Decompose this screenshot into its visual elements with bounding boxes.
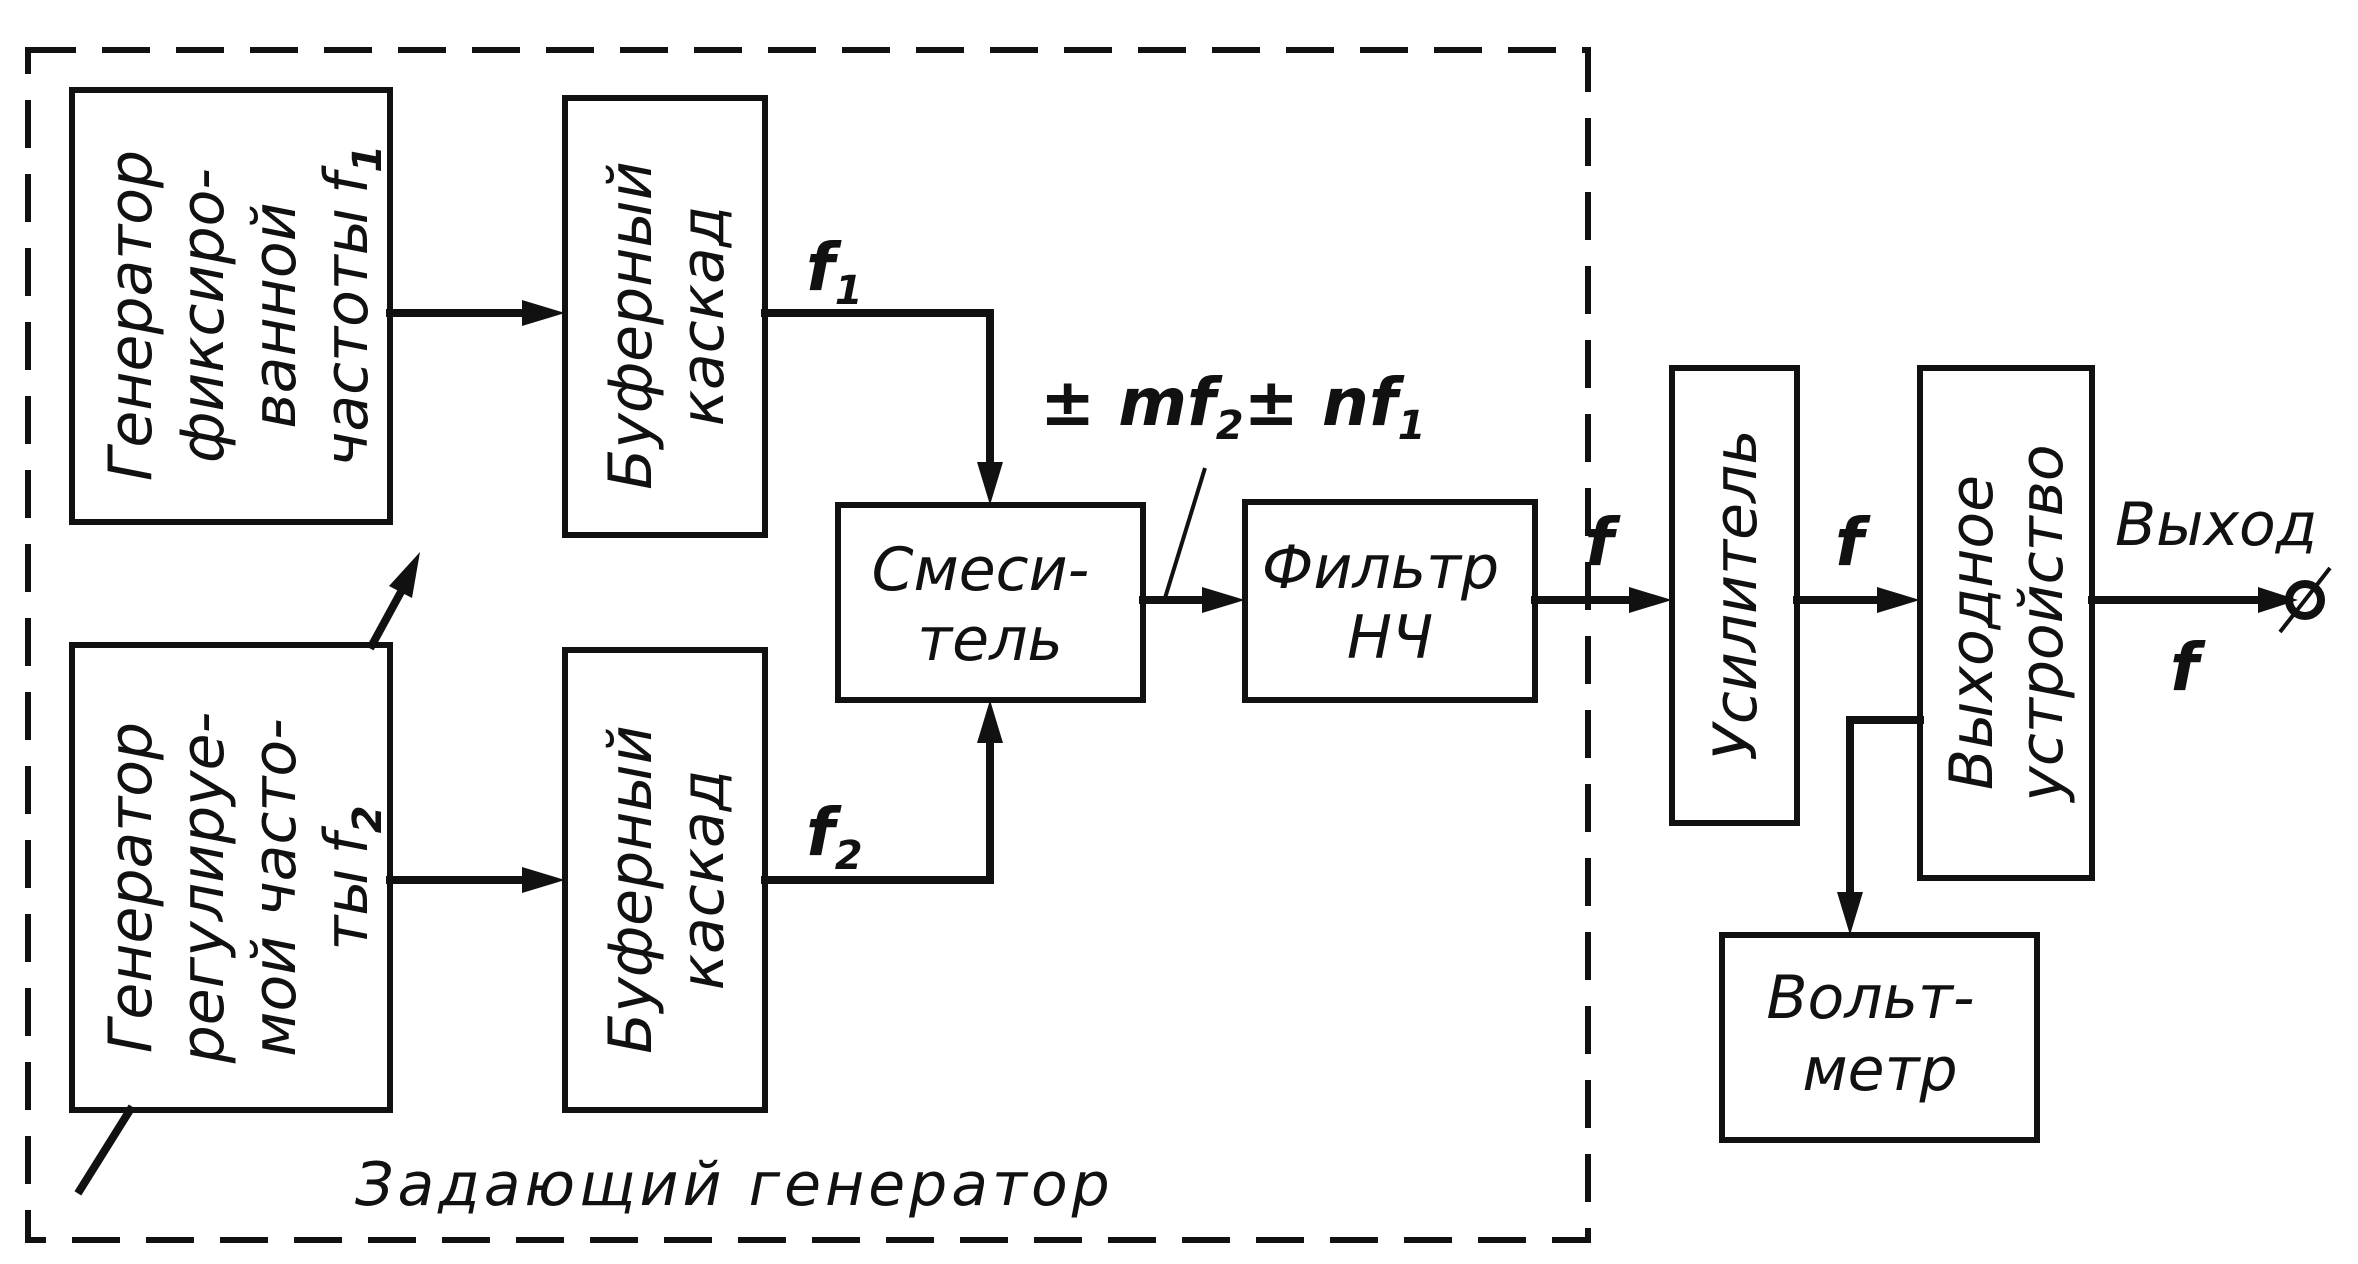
mix-label-leader bbox=[1163, 467, 1207, 599]
svg-text:Генератор регулируе-: Генератор регулируе- мой часто- тыf2 bbox=[96, 693, 391, 1065]
signal-f-output-label: f bbox=[2170, 629, 2206, 706]
svg-text:Буферный каскад: Буферный каскад bbox=[596, 142, 738, 490]
svg-text:Смеси- тель: Смеси- тель bbox=[872, 535, 1109, 675]
arrowhead-mixer-bottom bbox=[977, 700, 1003, 743]
buffer-top-line-1: Буферный bbox=[596, 161, 666, 490]
variable-generator-line-4: ты bbox=[312, 868, 382, 950]
voltmeter-block: Вольт- метр bbox=[1719, 932, 2040, 1143]
arrowhead-amplifier bbox=[1629, 587, 1672, 613]
amplifier-line-1: Усилитель bbox=[1701, 429, 1771, 760]
signal-f-after-filter-label: f bbox=[1585, 504, 1621, 581]
arrowhead-voltmeter bbox=[1837, 892, 1863, 935]
wire-buffer-bottom-to-mixer bbox=[761, 734, 994, 884]
signal-f1-label: f1 bbox=[806, 229, 863, 314]
svg-text:Усилитель: Усилитель bbox=[1701, 429, 1771, 760]
fixed-frequency-generator-block: Генератор фиксиро- ванной частотыf1 bbox=[69, 87, 393, 525]
wire-output-device-to-voltmeter bbox=[1846, 716, 1924, 904]
fixed-generator-line-3: ванной bbox=[240, 202, 310, 428]
output-terminal-icon bbox=[2278, 566, 2332, 634]
wire-buffer-top-to-mixer bbox=[761, 309, 994, 474]
fixed-generator-line-4: частоты bbox=[312, 208, 382, 467]
tuning-arrowhead bbox=[389, 552, 420, 598]
output-device-line-2: устройство bbox=[2007, 444, 2077, 803]
voltmeter-line-2: метр bbox=[1802, 1035, 1957, 1105]
svg-text:Вольт- метр: Вольт- метр bbox=[1766, 963, 1993, 1105]
variable-generator-line-1: Генератор bbox=[96, 722, 166, 1053]
adjustment-stroke-icon bbox=[74, 1104, 136, 1196]
signal-f-after-amplifier-label: f bbox=[1835, 504, 1871, 581]
signal-f2-label: f2 bbox=[806, 794, 863, 879]
output-label: Выход bbox=[2115, 490, 2317, 560]
buffer-top-line-2: каскад bbox=[668, 206, 738, 427]
arrowhead-filter bbox=[1202, 587, 1245, 613]
master-oscillator-group-label: Задающий генератор bbox=[355, 1150, 1114, 1220]
lpf-line-1: Фильтр bbox=[1262, 533, 1499, 603]
tuning-control-arrow-icon bbox=[366, 584, 408, 651]
variable-generator-line-3: мой часто- bbox=[240, 718, 310, 1057]
output-device-line-1: Выходное bbox=[1937, 475, 2007, 790]
fixed-generator-line-2: фиксиро- bbox=[168, 168, 238, 463]
svg-text:Выходное устройство: Выходное устройство bbox=[1937, 444, 2077, 803]
fixed-generator-line-1: Генератор bbox=[96, 150, 166, 481]
fixed-generator-freq-sub: 1 bbox=[345, 145, 391, 173]
buffer-bottom-line-1: Буферный bbox=[596, 725, 666, 1054]
buffer-stage-top-block: Буферный каскад bbox=[562, 95, 768, 538]
buffer-bottom-line-2: каскад bbox=[668, 770, 738, 991]
mixer-block: Смеси- тель bbox=[835, 502, 1146, 703]
arrowhead-mixer-top bbox=[977, 462, 1003, 505]
svg-text:Фильтр НЧ: Фильтр НЧ bbox=[1262, 533, 1518, 673]
low-pass-filter-block: Фильтр НЧ bbox=[1242, 499, 1538, 703]
mixing-products-label: ± mf2± nf1 bbox=[1040, 364, 1425, 449]
arrowhead-buffer-top bbox=[522, 300, 565, 326]
lpf-line-2: НЧ bbox=[1347, 603, 1433, 673]
buffer-stage-bottom-block: Буферный каскад bbox=[562, 647, 768, 1113]
variable-frequency-generator-block: Генератор регулируе- мой часто- тыf2 bbox=[69, 642, 393, 1113]
variable-generator-freq-sub: 2 bbox=[345, 805, 391, 833]
svg-text:Буферный каскад: Буферный каскад bbox=[596, 706, 738, 1054]
amplifier-block: Усилитель bbox=[1669, 365, 1800, 826]
arrowhead-output-device bbox=[1877, 587, 1920, 613]
voltmeter-line-1: Вольт- bbox=[1766, 963, 1974, 1033]
svg-text:Генератор фиксиро-: Генератор фиксиро- ванной частотыf1 bbox=[96, 131, 391, 481]
variable-generator-line-2: регулируе- bbox=[168, 712, 238, 1065]
mixer-line-2: тель bbox=[917, 605, 1063, 675]
mixer-line-1: Смеси- bbox=[872, 535, 1090, 605]
arrowhead-buffer-bottom bbox=[522, 867, 565, 893]
output-device-block: Выходное устройство bbox=[1917, 365, 2095, 881]
master-oscillator-group-border bbox=[25, 47, 1591, 1243]
arrowhead-output bbox=[2258, 587, 2298, 613]
